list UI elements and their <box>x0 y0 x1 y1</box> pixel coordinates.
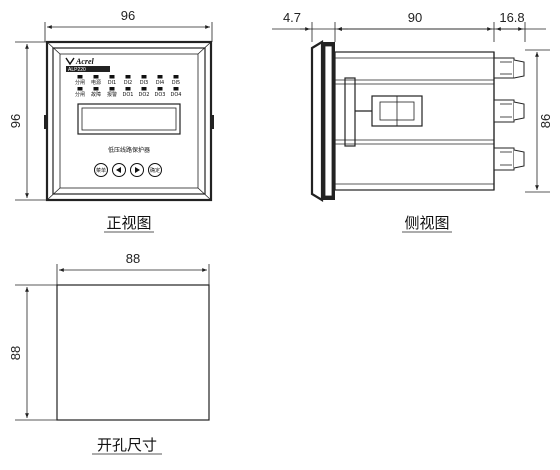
indicator-label: DO4 <box>171 92 182 98</box>
front-panel <box>59 53 199 189</box>
side-mounting-clip <box>344 77 423 147</box>
side-body-depth-label: 90 <box>408 10 422 25</box>
side-height-label: 86 <box>538 114 553 128</box>
indicator-led <box>77 75 83 79</box>
cutout-height-dimension: 88 <box>8 284 57 421</box>
front-height-label: 96 <box>8 114 23 128</box>
cutout-width-dimension: 88 <box>56 251 210 285</box>
front-side-clip-left <box>44 115 47 129</box>
cutout-caption: 开孔尺寸 <box>97 436 157 454</box>
front-view-caption: 正视图 <box>106 214 151 232</box>
indicator-led <box>141 87 147 91</box>
indicator-label: 电源 <box>91 79 101 86</box>
side-terminal-middle <box>493 99 525 123</box>
lcd-screen <box>81 107 177 131</box>
menu-button[interactable]: 菜单 <box>94 163 108 177</box>
right-arrow-button[interactable] <box>130 163 144 177</box>
side-terminal-top <box>493 57 525 79</box>
indicator-led <box>157 87 163 91</box>
front-width-label: 96 <box>121 8 135 23</box>
indicator-led <box>109 75 115 79</box>
brand-logo-icon <box>65 57 75 66</box>
left-arrow-icon <box>116 167 121 173</box>
confirm-button[interactable]: 确定 <box>148 163 162 177</box>
left-arrow-button[interactable] <box>112 163 126 177</box>
side-top-dimensions: 4.7 90 16.8 <box>272 10 546 42</box>
brand-name: Acrel <box>75 57 95 66</box>
side-terminal-bottom <box>493 147 525 171</box>
indicator-label: DI4 <box>156 80 165 86</box>
indicator-label: DI2 <box>124 80 133 86</box>
front-width-dimension: 96 <box>44 8 213 42</box>
side-housing <box>334 51 495 191</box>
model-label: ALP220 <box>68 67 86 73</box>
indicator-led <box>173 87 179 91</box>
side-terminal-depth-label: 16.8 <box>499 10 524 25</box>
side-height-dimension: 86 <box>525 49 553 193</box>
brand-logo: Acrel <box>65 57 95 66</box>
front-bezel-inner <box>52 47 206 195</box>
indicator-led <box>109 87 115 91</box>
cutout-width-label: 88 <box>126 251 140 266</box>
indicator-label: 故障 <box>91 91 101 98</box>
front-bezel-outer <box>45 40 213 202</box>
indicator-led <box>141 75 147 79</box>
indicator-label: DO3 <box>155 92 166 98</box>
side-front-thickness-label: 4.7 <box>283 10 301 25</box>
indicator-label: 分闸 <box>75 79 85 86</box>
menu-button-label: 菜单 <box>96 167 106 174</box>
indicator-led <box>157 75 163 79</box>
cutout-rectangle <box>56 284 210 421</box>
indicator-led <box>125 87 131 91</box>
indicator-label: 分闸 <box>75 91 85 98</box>
indicator-led <box>93 87 99 91</box>
cutout-view: 88 88 开孔尺寸 <box>8 251 210 455</box>
front-side-clip-right <box>211 115 214 129</box>
lcd-window <box>77 103 181 135</box>
indicator-label: DO1 <box>123 92 134 98</box>
indicator-row-1: 分闸电源 DI1 DI2 DI3 DI4 DI5 <box>75 75 180 86</box>
side-view-caption: 侧视图 <box>404 214 449 232</box>
side-bezel-profile <box>310 40 324 202</box>
indicator-led <box>77 87 83 91</box>
button-row: 菜单 确定 <box>94 163 162 177</box>
right-arrow-icon <box>135 167 140 173</box>
indicator-label: DO2 <box>139 92 150 98</box>
cutout-height-label: 88 <box>8 346 23 360</box>
indicator-led <box>93 75 99 79</box>
indicator-led <box>125 75 131 79</box>
indicator-label: DI3 <box>140 80 149 86</box>
indicator-label: DI1 <box>108 80 117 86</box>
indicator-led <box>173 75 179 79</box>
model-plate <box>66 66 110 72</box>
indicator-row-2: 分闸故障报警 DO1 DO2 DO3 DO4 <box>75 87 181 98</box>
front-height-dimension: 96 <box>8 41 48 201</box>
device-name: 低压线路保护器 <box>108 146 150 154</box>
confirm-button-label: 确定 <box>150 167 160 174</box>
indicator-label: 报警 <box>107 91 117 98</box>
side-view: 4.7 90 16.8 86 <box>272 10 553 233</box>
indicator-label: DI5 <box>172 80 181 86</box>
